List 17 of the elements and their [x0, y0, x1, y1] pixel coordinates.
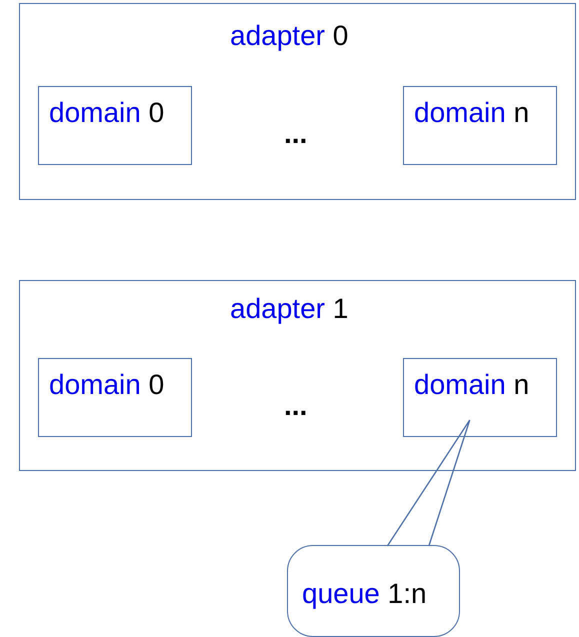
domain-box	[38, 86, 192, 165]
node-label: domain n	[414, 369, 530, 401]
domain-box	[403, 358, 557, 437]
domain-box	[403, 86, 557, 165]
ellipsis-text: ...	[284, 118, 308, 150]
node-label: domain n	[414, 97, 530, 129]
callout-pointer	[386, 419, 470, 547]
domain-box	[38, 358, 192, 437]
node-label: domain 0	[49, 97, 164, 129]
node-label: domain 0	[49, 369, 164, 401]
container-box	[19, 280, 576, 471]
node-label: adapter 1	[230, 293, 348, 325]
node-label: queue 1:n	[302, 578, 427, 610]
container-box	[19, 3, 576, 200]
ellipsis-text: ...	[284, 390, 308, 422]
node-label: adapter 0	[230, 20, 348, 52]
speech-bubble	[287, 545, 460, 637]
